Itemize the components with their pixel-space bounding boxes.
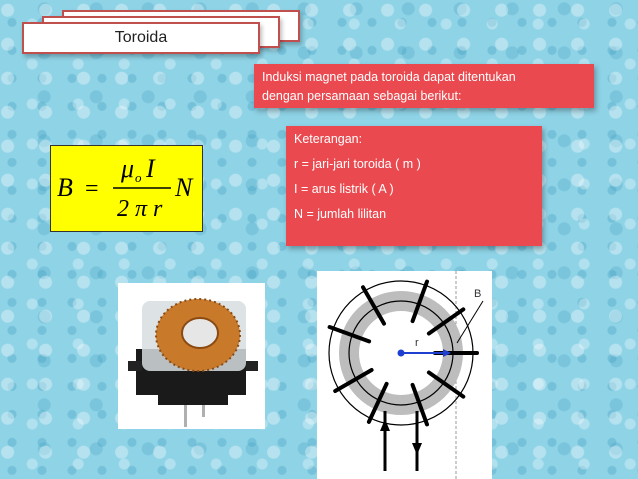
- winding-turn: [426, 370, 466, 399]
- pin-left: [184, 391, 187, 427]
- toroid-photo: [118, 283, 265, 429]
- formula-box: B = μ o I 2 π r N: [50, 145, 203, 232]
- radius-arrow-icon: [443, 349, 451, 357]
- formula-lhs: B: [57, 173, 73, 202]
- intro-line-2: dengan persamaan sebagai berikut:: [262, 89, 462, 103]
- formula-denominator: 2 π r: [117, 196, 163, 222]
- keterangan-item-i: I = arus listrik ( A ): [294, 182, 394, 196]
- winding-turn: [333, 368, 374, 393]
- formula-equation: B = μ o I 2 π r N: [57, 154, 194, 222]
- slide-title: Toroida: [114, 29, 168, 46]
- toroid-center-hole: [182, 318, 218, 348]
- toroid-component-image: [128, 298, 258, 427]
- formula-mu-subscript: o: [135, 170, 142, 185]
- title-card-front: Toroida: [22, 22, 260, 54]
- toroid-diagram-svg: r B: [327, 271, 484, 479]
- winding-turn: [410, 279, 429, 324]
- winding-turn: [327, 325, 372, 344]
- keterangan-heading: Keterangan:: [294, 132, 363, 146]
- winding-turn: [410, 382, 429, 427]
- keterangan-item-n: N = jumlah lilitan: [294, 207, 387, 221]
- winding-turn: [426, 307, 466, 336]
- intro-box: Induksi magnet pada toroida dapat ditent…: [254, 64, 594, 108]
- arrow-down-icon: [412, 443, 422, 455]
- winding-turn: [361, 285, 386, 326]
- winding-turn: [366, 381, 389, 424]
- keterangan-box: Keterangan: r = jari-jari toroida ( m ) …: [286, 126, 542, 246]
- label-r: r: [415, 337, 419, 349]
- arrow-up-icon: [380, 419, 390, 431]
- intro-line-1: Induksi magnet pada toroida dapat ditent…: [262, 70, 516, 84]
- formula-current: I: [145, 154, 156, 183]
- toroid-diagram: r B: [317, 271, 492, 479]
- label-b: B: [474, 288, 481, 300]
- formula-turns: N: [174, 173, 194, 202]
- formula-equals: =: [85, 176, 99, 202]
- keterangan-item-r: r = jari-jari toroida ( m ): [294, 157, 421, 171]
- b-pointer-line: [456, 300, 484, 344]
- formula-mu: μ: [120, 154, 134, 183]
